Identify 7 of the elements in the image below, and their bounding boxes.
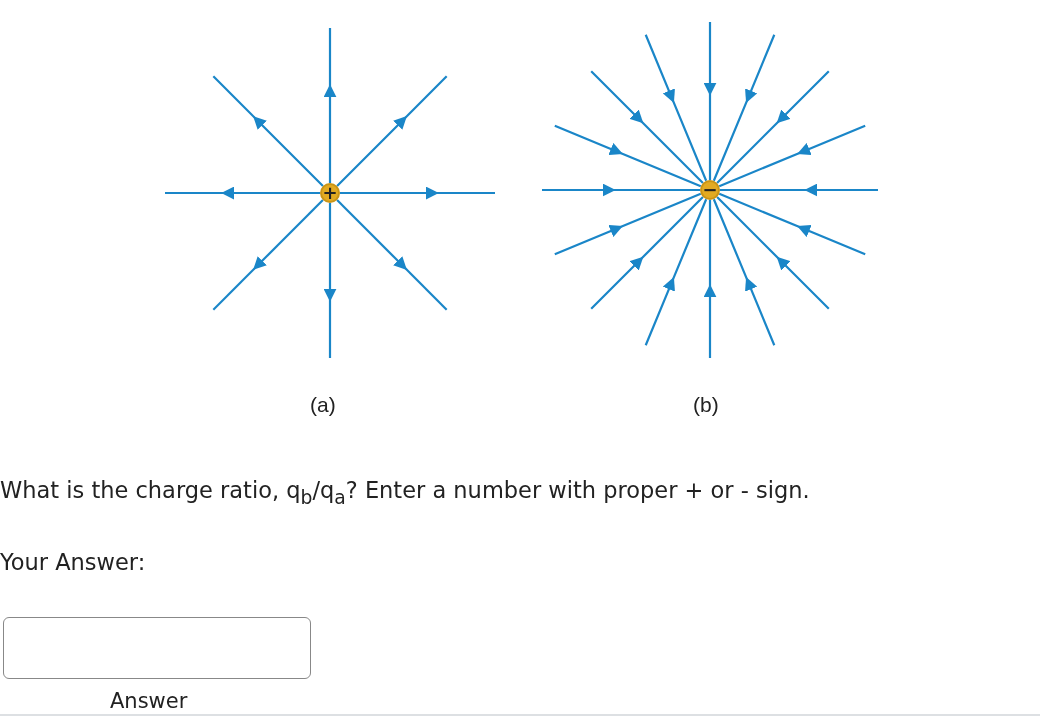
answer-caption: Answer — [110, 689, 188, 713]
charge-circle: − — [700, 180, 720, 200]
answer-prompt: Your Answer: — [0, 549, 146, 575]
charge-circle: + — [320, 183, 340, 203]
figure-label: (a) — [310, 393, 336, 417]
figure-label: (b) — [693, 393, 719, 417]
question-text: What is the charge ratio, q$_{b}$/q$_{a}$? Enter a number with proper + or - sign. — [0, 477, 810, 508]
